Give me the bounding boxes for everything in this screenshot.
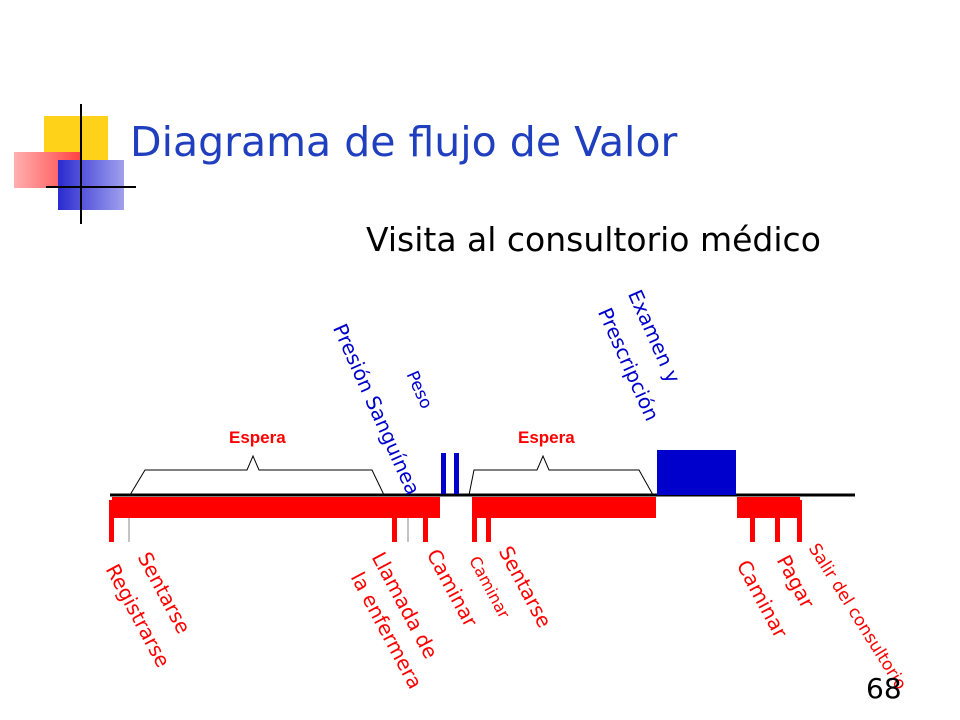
exam-block (657, 450, 736, 495)
decor-vertical-line (80, 104, 82, 224)
decor-horizontal-line (46, 186, 136, 188)
decor-blue-square (58, 160, 124, 210)
event-tick-caminar-2 (472, 500, 477, 542)
blood-pressure-tick (454, 453, 459, 494)
wait-brace-1 (129, 454, 385, 496)
wait-bar-1 (112, 497, 440, 518)
event-tick-caminar-1 (423, 518, 428, 542)
wait-brace-2 (468, 454, 654, 496)
weight-tick (441, 453, 446, 494)
event-tick-salir (797, 500, 802, 542)
page-subtitle: Visita al consultorio médico (366, 220, 821, 259)
event-tick-llamada (392, 518, 397, 542)
wait-label-2: Espera (518, 428, 575, 447)
wait-label-1: Espera (229, 428, 286, 447)
event-tick-caminar-3 (750, 518, 755, 542)
event-tick-pagar (775, 518, 780, 542)
event-tick-sentarse-2 (486, 518, 491, 542)
page-title: Diagrama de flujo de Valor (130, 118, 678, 166)
event-tick-registrarse (109, 500, 114, 542)
wait-bar-2 (472, 497, 656, 518)
page-number: 68 (866, 672, 902, 705)
exit-bar (737, 497, 800, 518)
